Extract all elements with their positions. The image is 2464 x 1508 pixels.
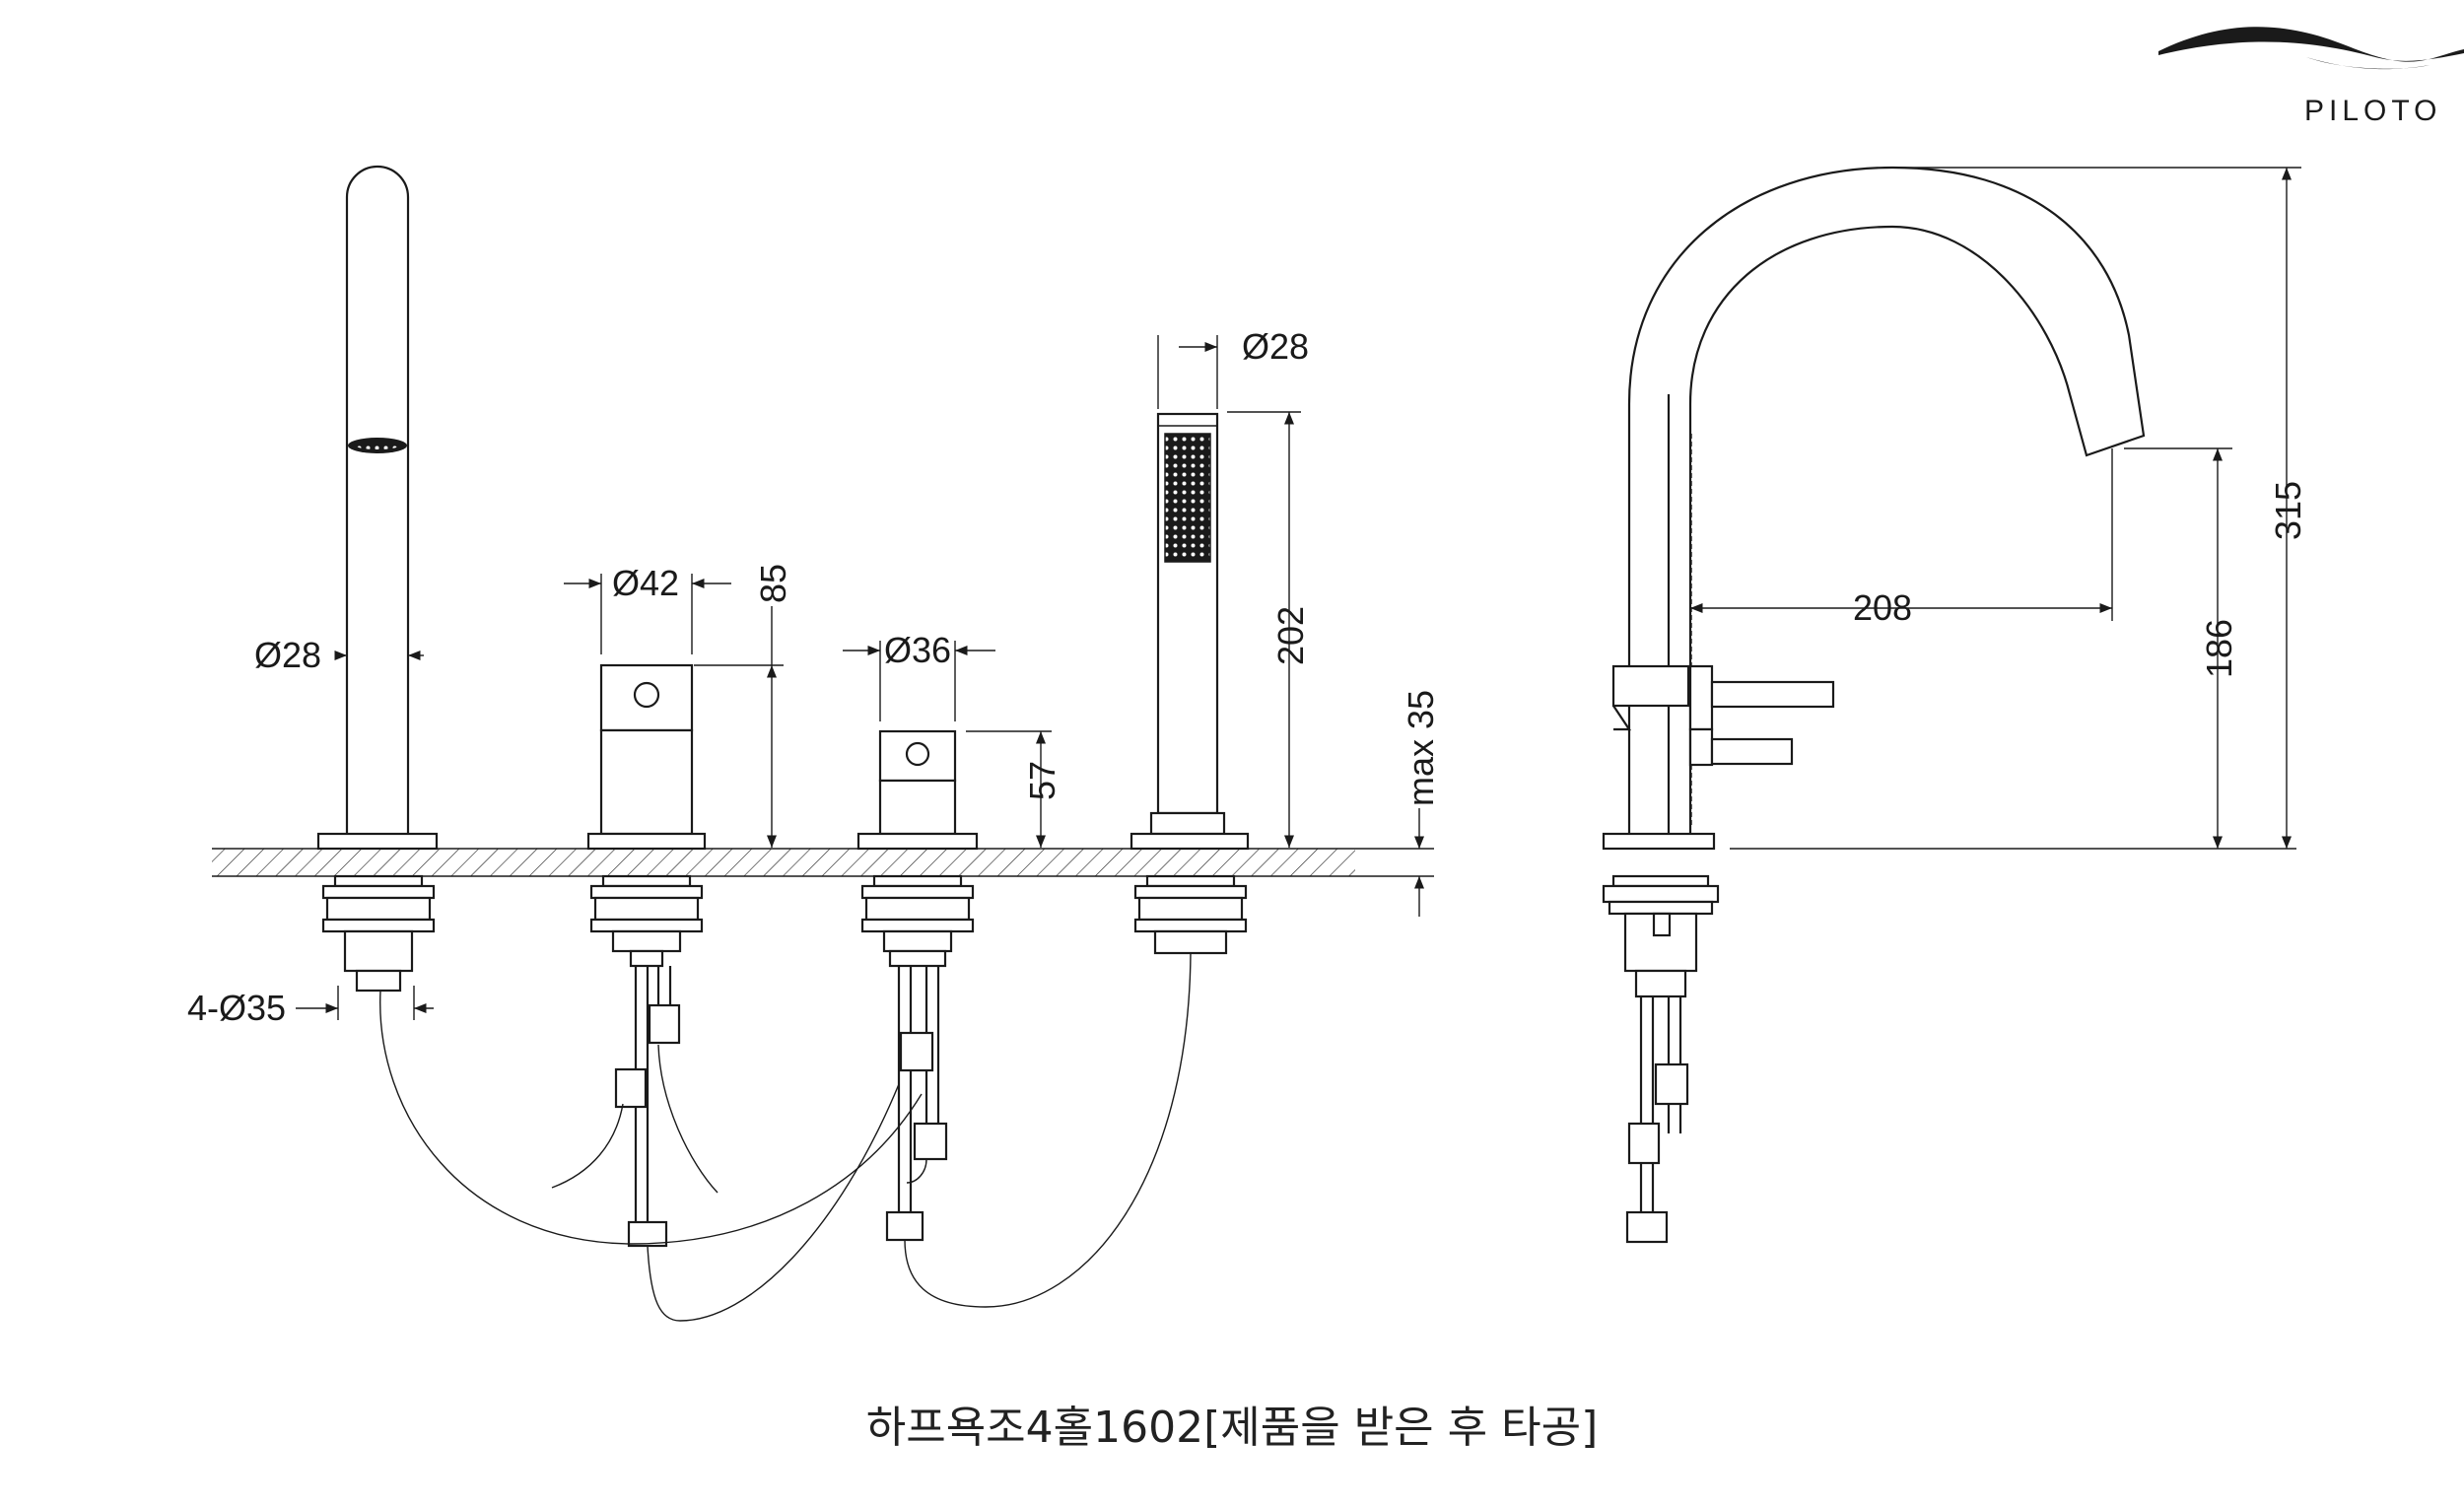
- brand-logo: PILOTO: [2158, 27, 2464, 127]
- under-deck-fittings: [321, 874, 1248, 993]
- dim-spout-dia: Ø28: [254, 635, 321, 675]
- dim-handle2-height: 57: [1022, 761, 1062, 800]
- dim-outlet-height: 186: [2199, 619, 2239, 678]
- handle-mixer-1: [586, 663, 707, 851]
- dim-mounting-holes: 4-Ø35: [187, 988, 286, 1028]
- handle-mixer-2: [856, 729, 979, 851]
- dimension-labels: Ø28 4-Ø35 Ø42 85 Ø36 57 Ø28 202 max 35 2…: [187, 326, 2308, 1028]
- dim-handle2-dia: Ø36: [884, 630, 951, 670]
- dim-handle1-dia: Ø42: [612, 563, 679, 603]
- supply-hoses: [379, 952, 1192, 1322]
- logo-wave-icon: [2158, 27, 2464, 62]
- deck-section: [212, 848, 1355, 877]
- dim-shower-height: 202: [1270, 606, 1311, 665]
- dim-spout-reach: 208: [1853, 587, 1912, 628]
- spout-pillar: [316, 165, 439, 851]
- drawing-caption: 하프욕조4홀1602[제품을 받은 후 타공]: [865, 1403, 1599, 1453]
- dim-deck-thickness: max 35: [1401, 690, 1441, 806]
- dimension-lines: [296, 167, 2301, 1020]
- dim-total-height: 315: [2268, 481, 2308, 540]
- dim-handle1-height: 85: [753, 564, 793, 603]
- side-view-spout: [1602, 166, 2146, 1244]
- hand-shower: [1129, 412, 1250, 851]
- dim-shower-dia: Ø28: [1242, 326, 1309, 367]
- brand-name: PILOTO: [2304, 95, 2441, 127]
